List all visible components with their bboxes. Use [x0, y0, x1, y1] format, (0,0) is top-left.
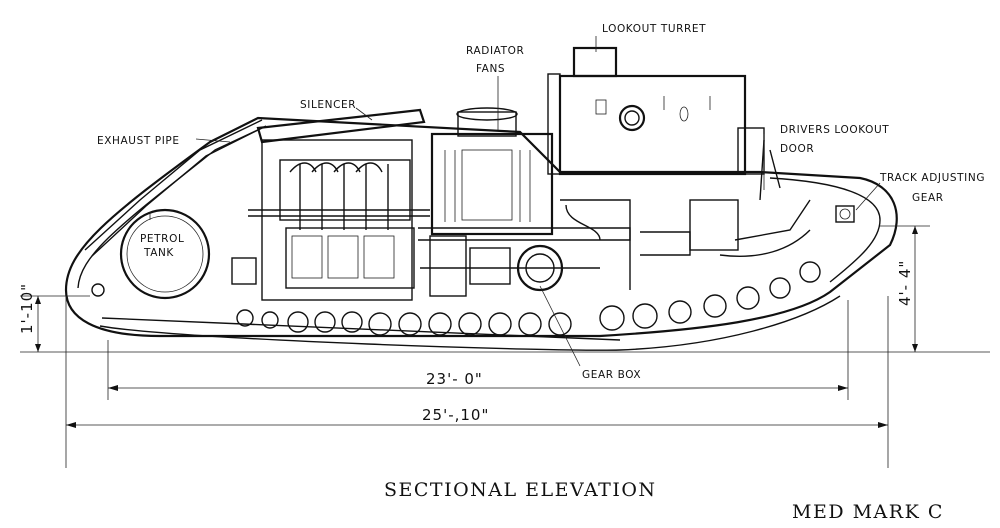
dimension-lines: [20, 225, 990, 468]
label-track-adjusting: TRACK ADJUSTING: [879, 172, 985, 184]
label-silencer: SILENCER: [300, 99, 356, 111]
drawing-designation: MED MARK C: [792, 501, 944, 523]
silencer: [256, 108, 426, 144]
road-wheels: [236, 261, 821, 336]
track-outline: [64, 116, 898, 351]
lookout-turret: [547, 46, 747, 176]
transmission: [418, 199, 811, 297]
gear-box: [516, 244, 564, 292]
label-exhaust-pipe: EXHAUST PIPE: [97, 135, 180, 147]
label-door: DOOR: [780, 143, 814, 155]
leader-lines: [195, 36, 881, 367]
label-gear: GEAR: [912, 192, 944, 204]
label-drivers-lookout: DRIVERS LOOKOUT: [780, 124, 889, 136]
dim-height: 4'- 4": [896, 260, 914, 306]
dim-ground-clearance: 1'-10": [18, 283, 36, 334]
label-gear-box: GEAR BOX: [582, 369, 641, 381]
petrol-tank: [119, 208, 211, 300]
engine: [231, 139, 430, 301]
label-radiator: RADIATOR: [466, 45, 524, 57]
drawing-title: SECTIONAL ELEVATION: [384, 479, 657, 501]
track-adjusting-gear: [835, 205, 855, 223]
exhaust-pipe: [84, 119, 267, 297]
radiator-fans: [430, 107, 554, 236]
label-petrol: PETROL: [140, 233, 184, 245]
dim-overall-length: 25'-,10": [422, 406, 489, 424]
label-tank: TANK: [143, 247, 174, 259]
label-lookout-turret: LOOKOUT TURRET: [602, 23, 706, 35]
dim-track-length: 23'- 0": [426, 370, 483, 388]
label-fans: FANS: [476, 63, 505, 75]
